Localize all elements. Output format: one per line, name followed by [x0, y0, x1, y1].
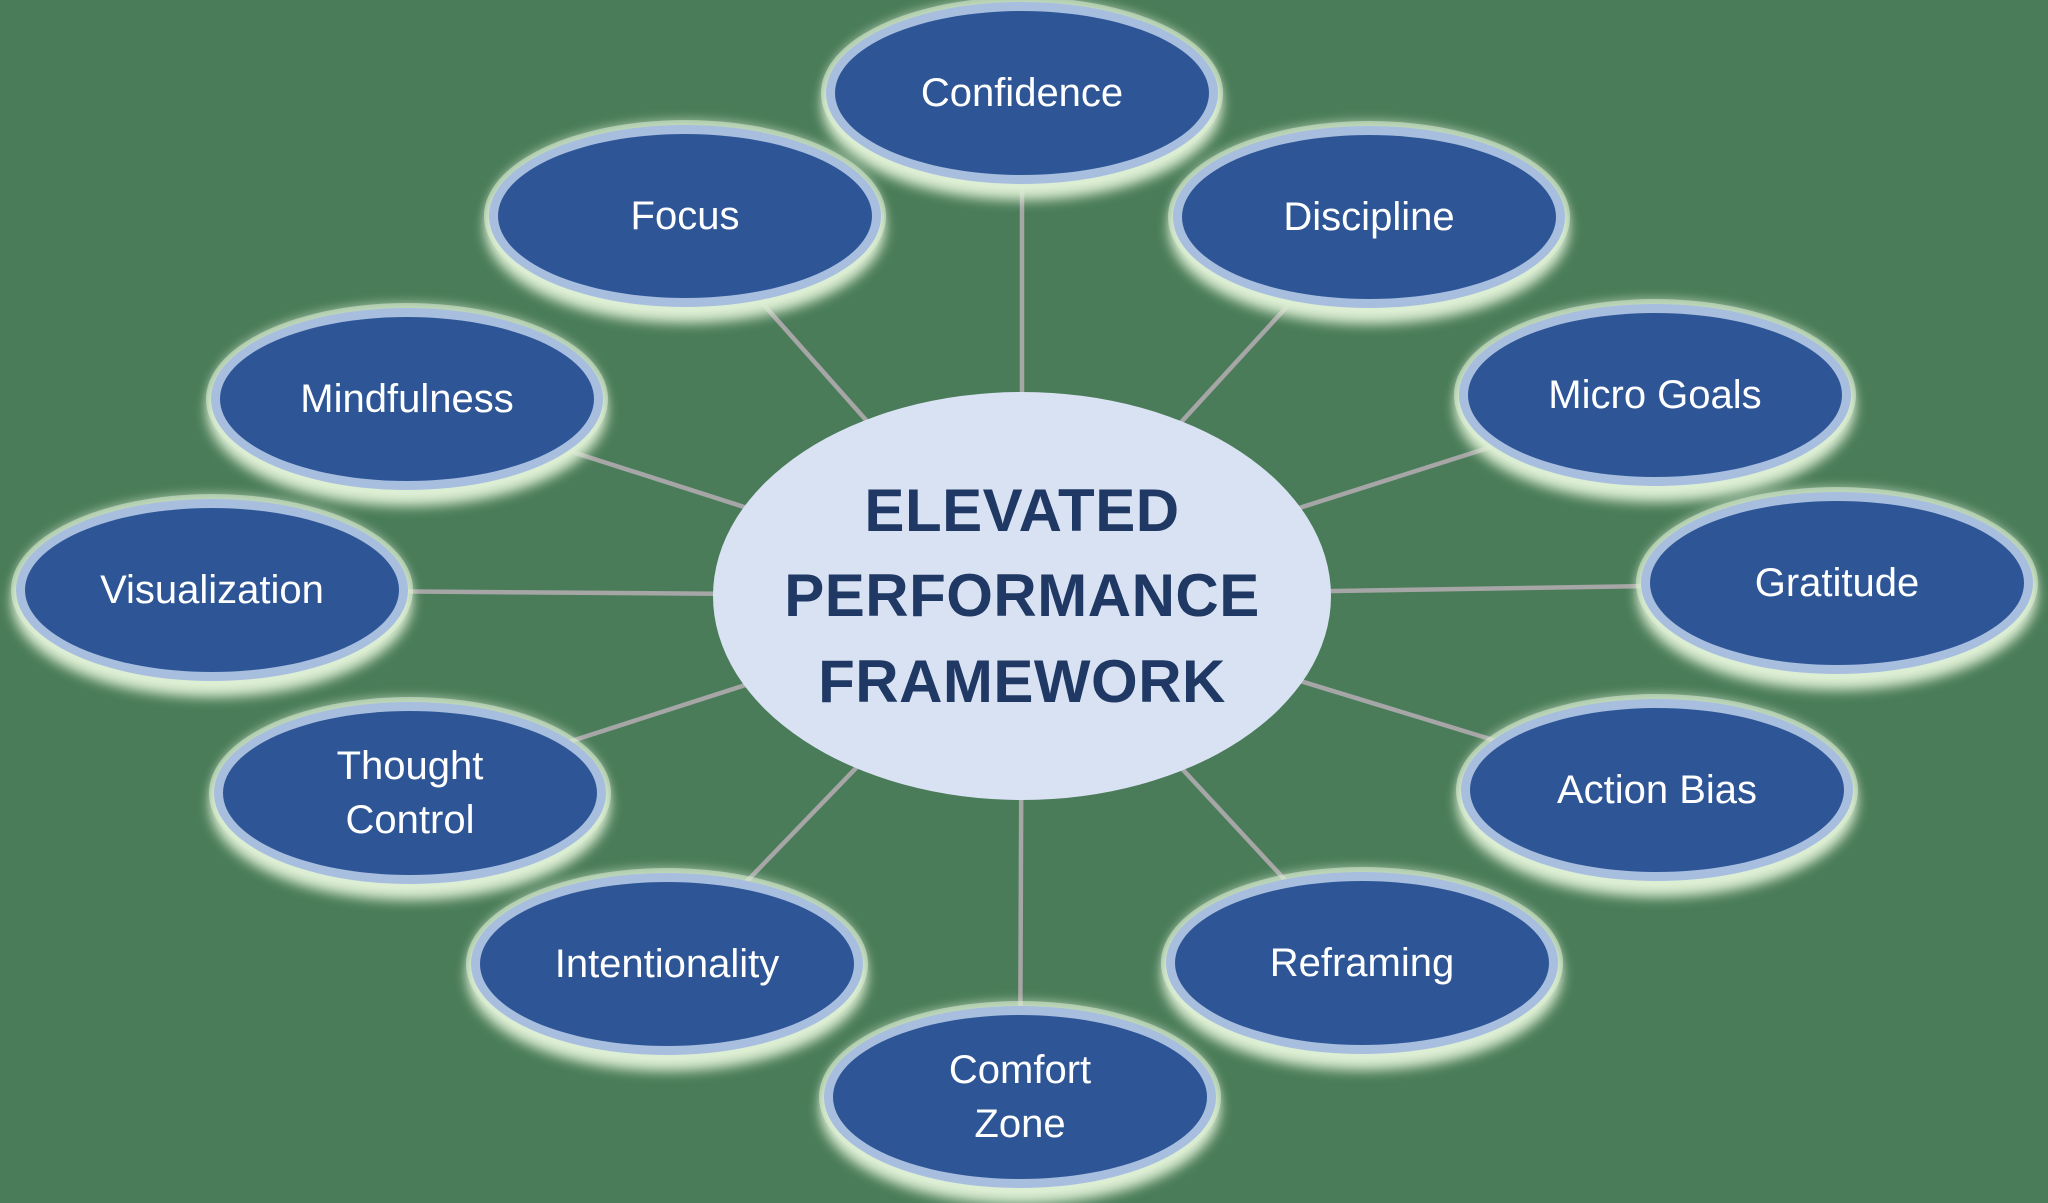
node-visualization: Visualization [16, 499, 408, 681]
node-reframing: Reframing [1166, 872, 1558, 1054]
node-confidence: Confidence [826, 2, 1218, 184]
node-label: Visualization [100, 568, 324, 612]
node-label: Reframing [1269, 941, 1455, 985]
node-mindfulness: Mindfulness [211, 308, 603, 490]
node-focus: Focus [489, 125, 881, 307]
center-node: ELEVATED PERFORMANCE FRAMEWORK [713, 392, 1331, 800]
node-label: Micro Goals [1548, 373, 1762, 417]
node-thought-control: Thought Control [214, 702, 606, 884]
node-label: Comfort Zone [948, 1048, 1092, 1146]
node-micro-goals: Micro Goals [1459, 304, 1851, 486]
node-action-bias: Action Bias [1461, 699, 1853, 881]
node-label: Gratitude [1754, 561, 1920, 605]
center-title: ELEVATED PERFORMANCE FRAMEWORK [784, 477, 1260, 715]
node-label: Discipline [1283, 195, 1455, 239]
node-comfort-zone: Comfort Zone [824, 1006, 1216, 1188]
node-discipline: Discipline [1173, 126, 1565, 308]
node-intentionality: Intentionality [471, 873, 863, 1055]
node-label: Focus [630, 194, 740, 238]
node-label: Mindfulness [300, 377, 514, 421]
node-label: Confidence [920, 71, 1124, 115]
node-gratitude: Gratitude [1641, 492, 2033, 674]
node-label: Intentionality [554, 942, 780, 986]
node-label: Action Bias [1556, 768, 1758, 812]
node-label: Thought Control [336, 744, 484, 842]
